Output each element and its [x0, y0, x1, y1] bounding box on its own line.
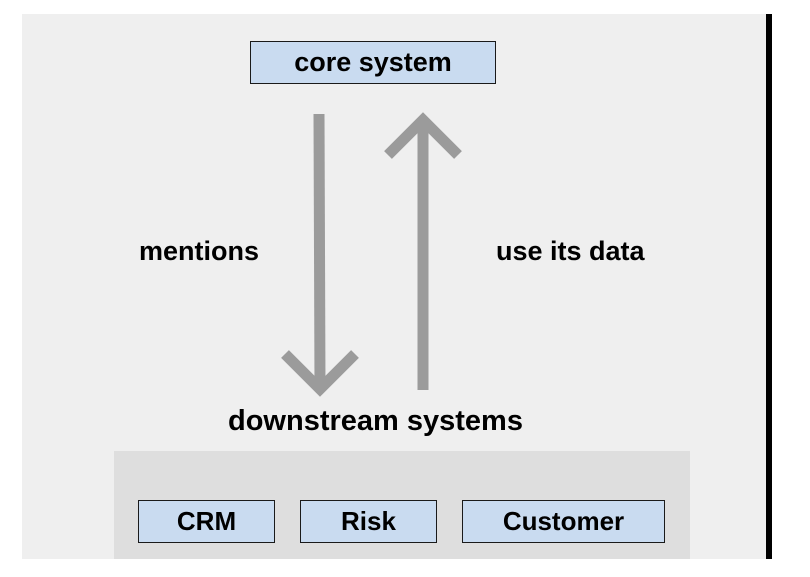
core-system-label: core system — [294, 47, 452, 77]
up-arrow-head — [384, 112, 462, 159]
down-arrow-shaft — [313, 113, 326, 389]
crm-system-box: CRM — [138, 500, 275, 543]
core-system-box: core system — [250, 41, 496, 84]
customer-system-box: Customer — [462, 500, 665, 543]
risk-system-label: Risk — [341, 506, 396, 536]
slide-edge-border — [766, 14, 772, 559]
up-arrow — [384, 112, 462, 390]
down-arrow-head — [281, 350, 359, 397]
downstream-systems-title: downstream systems — [228, 405, 523, 437]
down-arrow — [281, 113, 359, 397]
risk-system-box: Risk — [300, 500, 437, 543]
mentions-label: mentions — [139, 236, 260, 266]
crm-system-label: CRM — [176, 506, 237, 536]
customer-system-label: Customer — [502, 506, 625, 536]
use-its-data-label: use its data — [496, 236, 645, 266]
